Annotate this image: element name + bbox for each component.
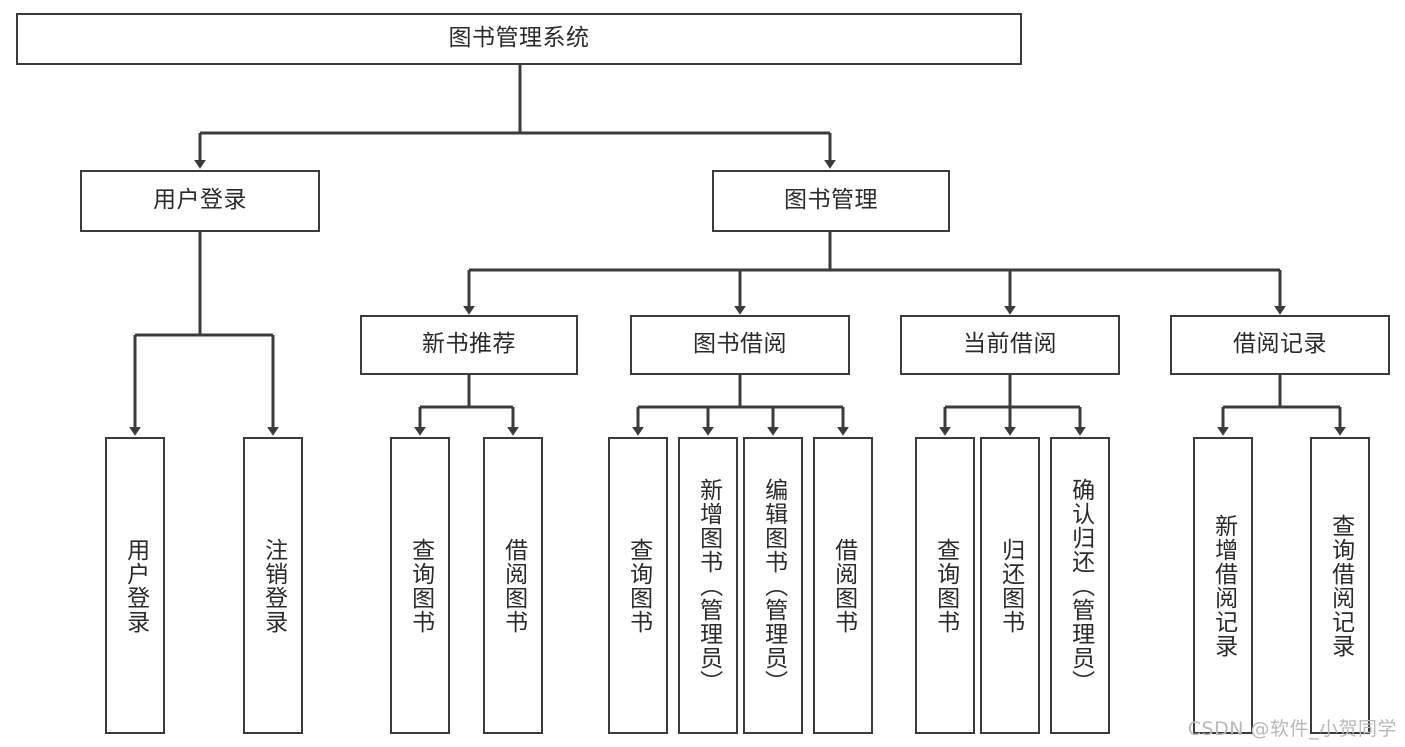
leaf-user-login-login[interactable]: 用户登录 xyxy=(105,437,165,734)
leaf-new-book-borrow[interactable]: 借阅图书 xyxy=(483,437,543,734)
leaf-borrow-record-query[interactable]: 查询借阅记录 xyxy=(1310,437,1370,734)
leaf-book-borrow-borrow[interactable]: 借阅图书 xyxy=(813,437,873,734)
node-book-management-label: 图书管理 xyxy=(784,187,878,214)
node-new-book-recommend-label: 新书推荐 xyxy=(422,331,516,358)
node-current-borrow-label: 当前借阅 xyxy=(963,331,1057,358)
leaf-user-login-logout-label: 注销登录 xyxy=(260,537,287,634)
node-book-borrow[interactable]: 图书借阅 xyxy=(630,315,850,375)
node-root-book-management-system[interactable]: 图书管理系统 xyxy=(16,13,1022,65)
leaf-book-borrow-query-label: 查询图书 xyxy=(625,537,652,634)
node-root-label: 图书管理系统 xyxy=(448,25,590,52)
leaf-new-book-borrow-label: 借阅图书 xyxy=(500,537,527,634)
leaf-new-book-query-label: 查询图书 xyxy=(407,537,434,634)
leaf-book-borrow-edit-label: 编辑图书（管理员） xyxy=(760,477,787,694)
leaf-user-login-login-label: 用户登录 xyxy=(122,537,149,634)
node-new-book-recommend[interactable]: 新书推荐 xyxy=(360,315,578,375)
node-user-login[interactable]: 用户登录 xyxy=(80,170,320,232)
leaf-book-borrow-query[interactable]: 查询图书 xyxy=(608,437,668,734)
leaf-current-borrow-return[interactable]: 归还图书 xyxy=(980,437,1040,734)
node-borrow-record[interactable]: 借阅记录 xyxy=(1170,315,1390,375)
node-borrow-record-label: 借阅记录 xyxy=(1233,331,1327,358)
leaf-new-book-query[interactable]: 查询图书 xyxy=(390,437,450,734)
leaf-current-borrow-confirm-return[interactable]: 确认归还（管理员） xyxy=(1050,437,1110,734)
leaf-book-borrow-borrow-label: 借阅图书 xyxy=(830,537,857,634)
leaf-book-borrow-add-label: 新增图书（管理员） xyxy=(695,477,722,694)
leaf-borrow-record-query-label: 查询借阅记录 xyxy=(1327,513,1354,658)
leaf-book-borrow-edit[interactable]: 编辑图书（管理员） xyxy=(743,437,803,734)
node-book-management[interactable]: 图书管理 xyxy=(712,170,950,232)
leaf-borrow-record-add-label: 新增借阅记录 xyxy=(1210,513,1237,658)
leaf-current-borrow-query-label: 查询图书 xyxy=(932,537,959,634)
node-current-borrow[interactable]: 当前借阅 xyxy=(900,315,1120,375)
node-book-borrow-label: 图书借阅 xyxy=(693,331,787,358)
leaf-current-borrow-return-label: 归还图书 xyxy=(997,537,1024,634)
leaf-borrow-record-add[interactable]: 新增借阅记录 xyxy=(1193,437,1253,734)
leaf-current-borrow-query[interactable]: 查询图书 xyxy=(915,437,975,734)
leaf-user-login-logout[interactable]: 注销登录 xyxy=(243,437,303,734)
node-user-login-label: 用户登录 xyxy=(153,187,247,214)
csdn-watermark: CSDN @软件_小贺同学 xyxy=(1187,718,1397,740)
leaf-book-borrow-add[interactable]: 新增图书（管理员） xyxy=(678,437,738,734)
leaf-current-borrow-confirm-return-label: 确认归还（管理员） xyxy=(1067,477,1094,694)
